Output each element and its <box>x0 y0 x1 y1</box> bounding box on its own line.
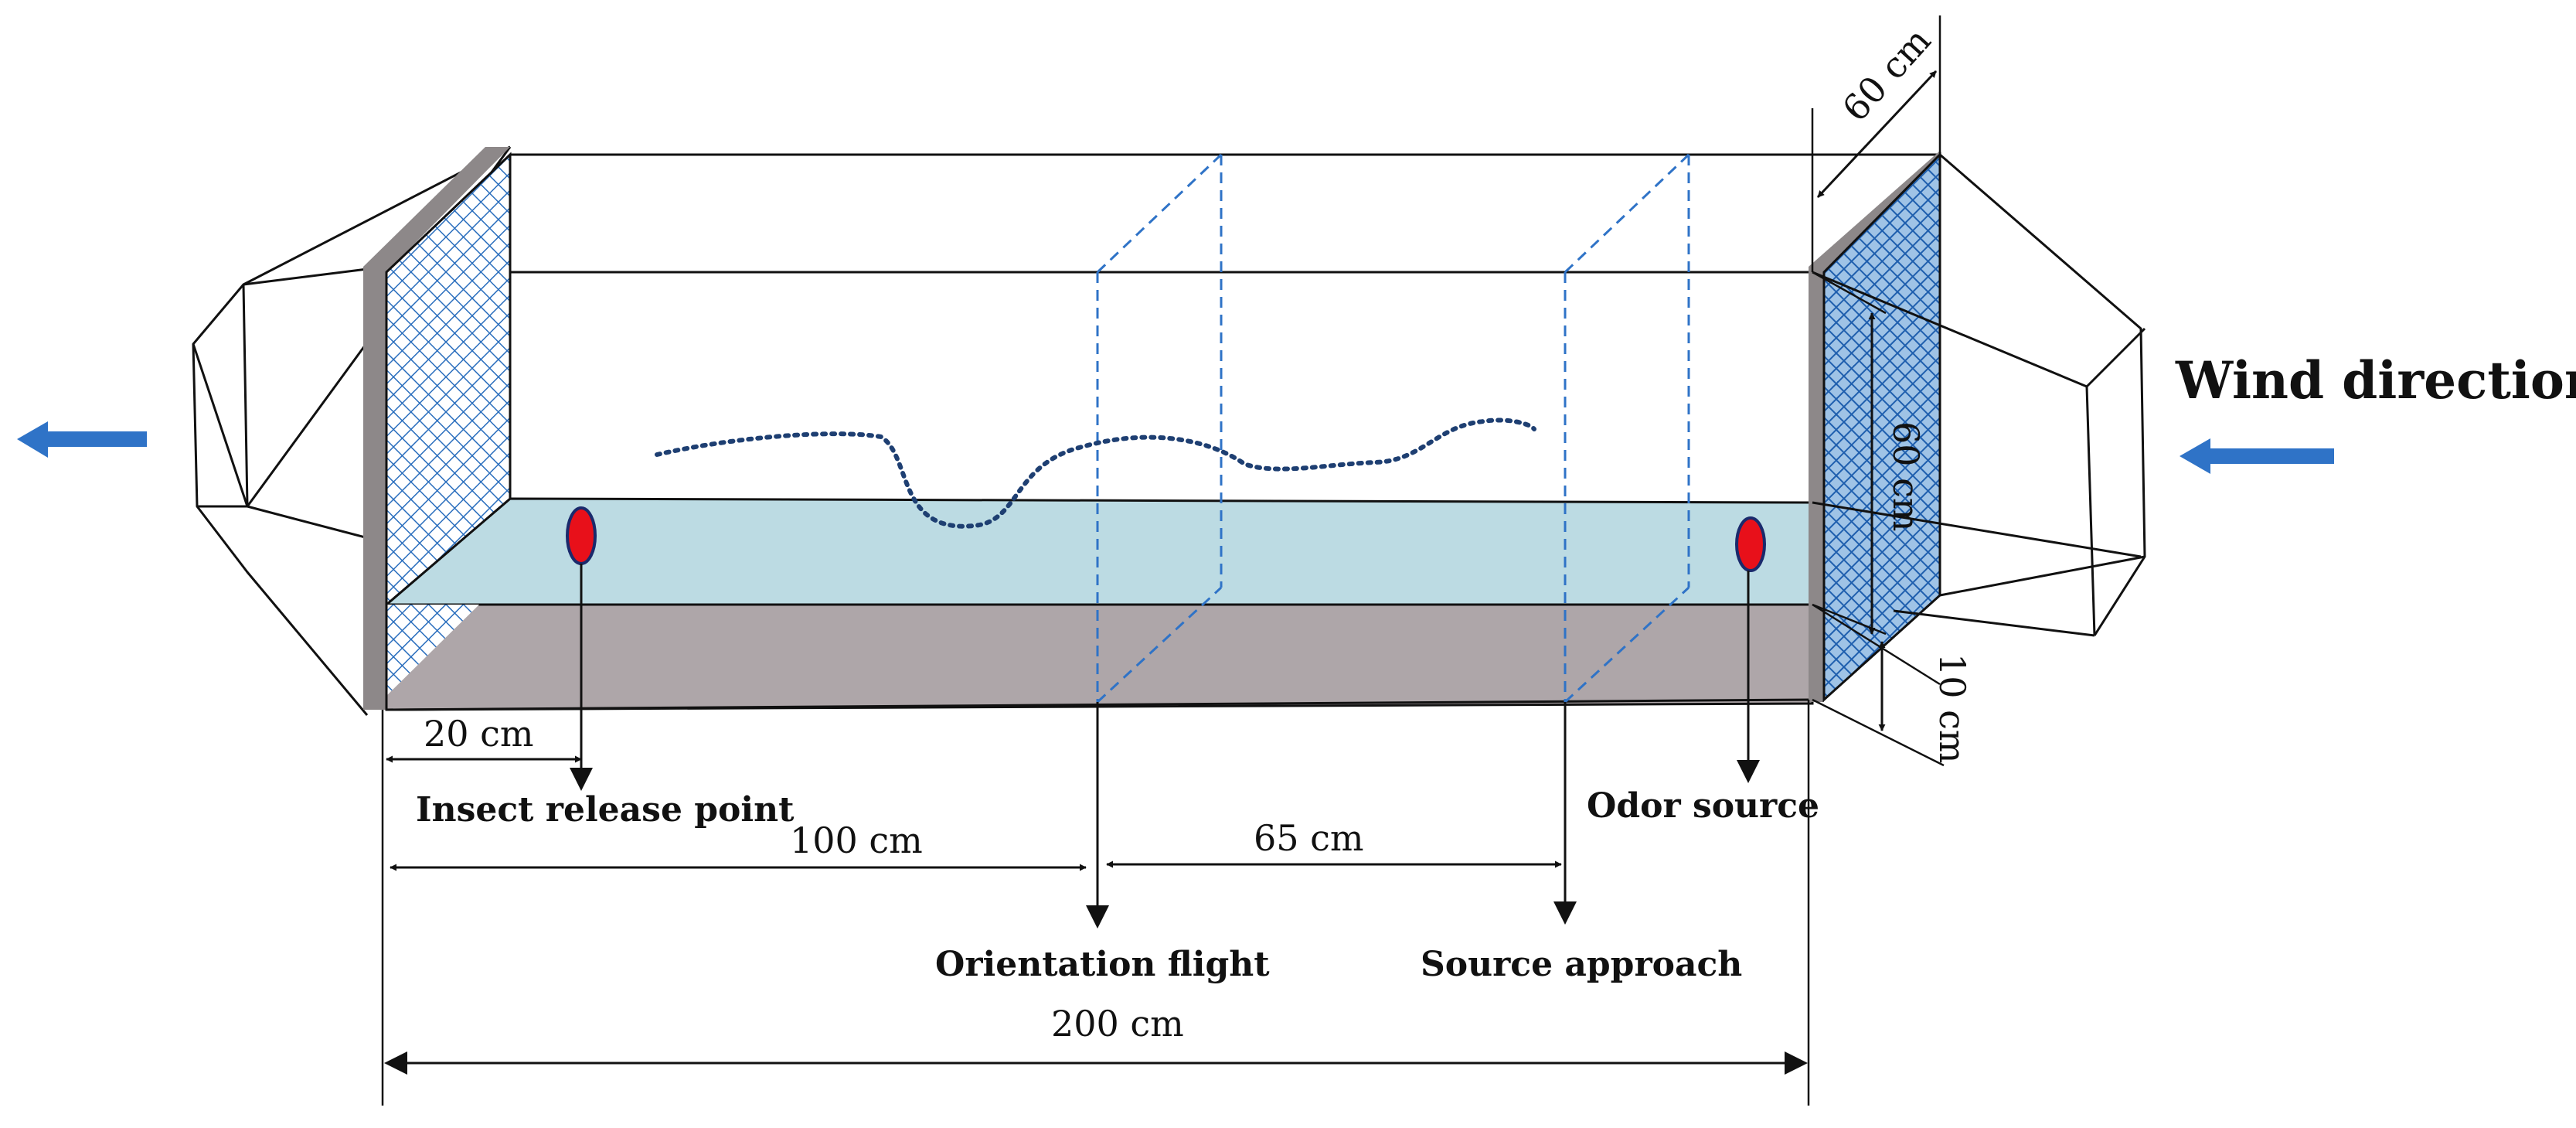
flight-floor <box>383 497 1814 606</box>
tunnel-body <box>383 153 1940 711</box>
dimension-orientation-distance: 100 cm <box>390 820 1087 871</box>
odor-source-label: Odor source <box>1587 786 1819 826</box>
inlet-arrow-icon <box>2180 438 2334 474</box>
right-funnel <box>1812 153 2146 637</box>
height-right-label: 60 cm <box>1885 421 1927 532</box>
dimension-depth-floor: 10 cm <box>1812 603 1973 767</box>
insect-release-marker <box>566 506 597 565</box>
section-plane-orientation <box>1096 153 1223 704</box>
outlet-arrow-icon <box>17 421 147 458</box>
dimension-release-offset: 20 cm <box>381 710 582 1106</box>
left-screen <box>363 147 512 710</box>
dimension-source-distance: 65 cm <box>1106 817 1562 868</box>
right-frame-edge <box>1809 151 1940 702</box>
section-plane-source <box>1564 153 1690 704</box>
release-offset-label: 20 cm <box>424 713 534 755</box>
odor-source-marker <box>1735 516 1766 572</box>
dimension-total-length: 200 cm <box>384 700 1810 1106</box>
flight-path <box>655 417 1536 529</box>
dimension-height-right: 60 cm <box>1812 271 1927 636</box>
left-mesh-lower <box>386 605 479 696</box>
tunnel-base <box>385 603 1814 711</box>
left-frame-edge <box>363 147 510 710</box>
wind-direction-label: Wind direction <box>2175 350 2576 411</box>
width-top-label: 60 cm <box>1834 19 1939 129</box>
depth-floor-label: 10 cm <box>1931 653 1973 764</box>
orientation-flight-label: Orientation flight <box>935 945 1270 984</box>
dist-65-label: 65 cm <box>1254 817 1364 859</box>
insect-release-label: Insect release point <box>416 790 795 830</box>
dist-100-label: 100 cm <box>790 820 923 861</box>
total-length-label: 200 cm <box>1051 1003 1184 1045</box>
source-approach-label: Source approach <box>1421 945 1742 984</box>
